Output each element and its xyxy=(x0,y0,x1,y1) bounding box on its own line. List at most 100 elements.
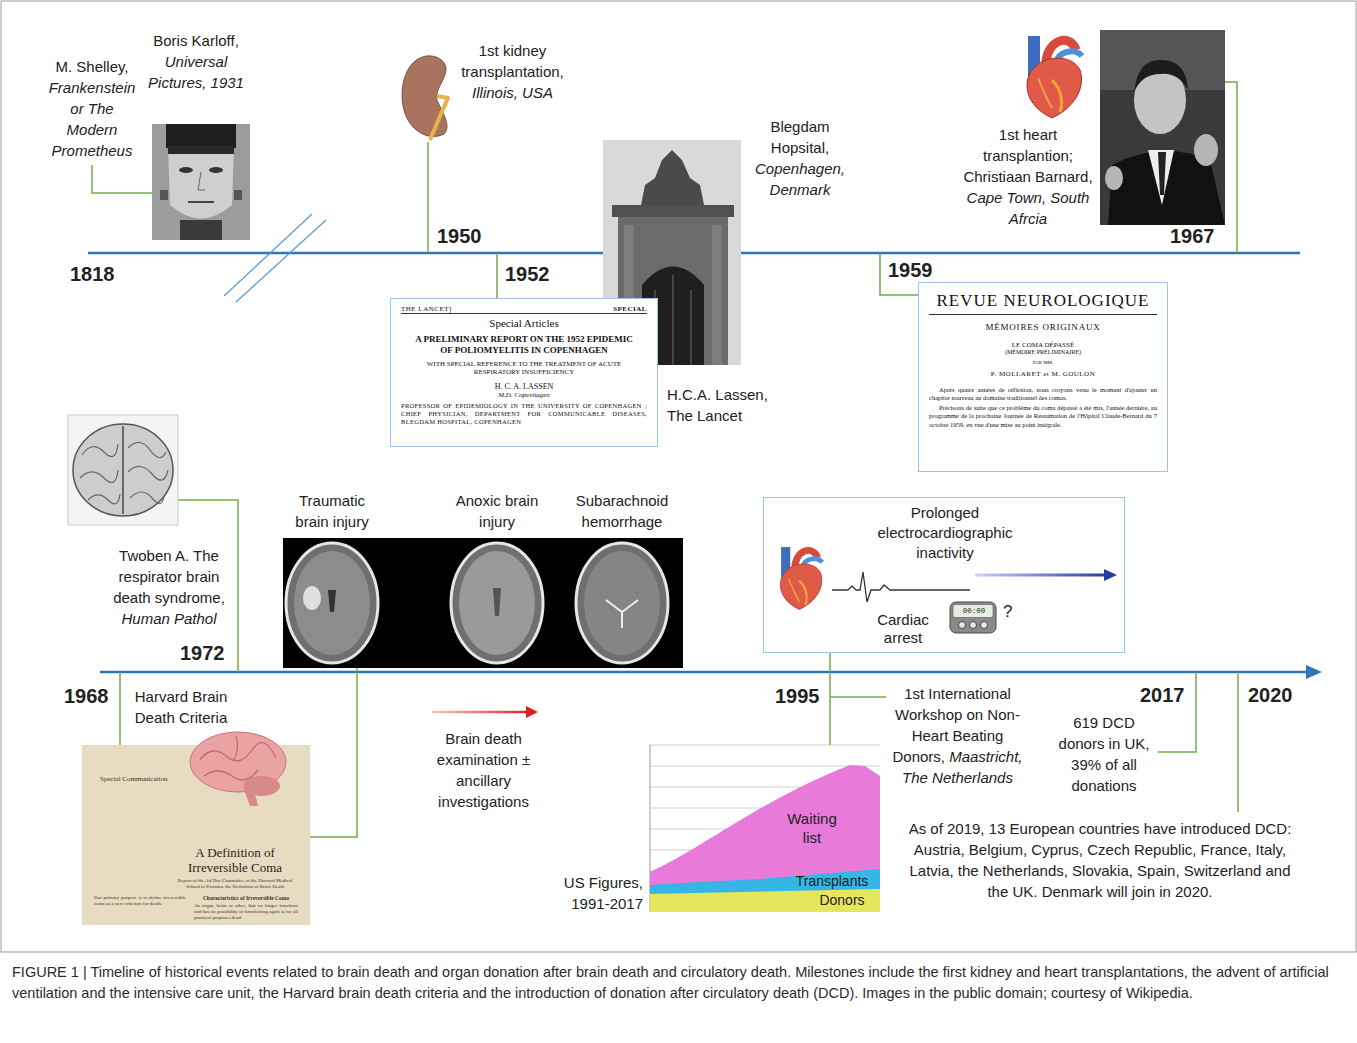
node-text: A Definition of Irreversible Coma xyxy=(172,845,298,875)
connector-layer xyxy=(310,653,830,837)
brain-death-arrow xyxy=(432,711,528,714)
node-text: H. C. A. LASSEN xyxy=(401,382,647,391)
time-arrow xyxy=(975,569,1117,581)
node-text: PROFESSOR OF EPIDEMIOLOGY IN THE UNIVERS… xyxy=(401,402,647,426)
brain-icon xyxy=(244,790,258,806)
node-text: MÉMOIRES ORIGINAUX xyxy=(929,322,1157,332)
us-figures-chart xyxy=(650,745,880,912)
ct-scan-images xyxy=(493,588,501,616)
leader-line xyxy=(830,696,886,698)
node-text: (MÉMOIRE PRÉLIMINAIRE) xyxy=(929,349,1157,355)
year-label: 2017 xyxy=(1140,684,1185,706)
leader-line xyxy=(496,253,498,298)
kidney-icon xyxy=(430,96,448,140)
node-text: Our primary purpose is to define irrever… xyxy=(94,895,186,907)
timer-icon xyxy=(950,602,996,633)
us-figures-chart xyxy=(650,745,880,912)
leader-line xyxy=(1225,82,1237,253)
timeline-axis xyxy=(88,253,1310,672)
frankenstein-photo xyxy=(198,172,205,190)
label-group: As of 2019, 13 European countries have i… xyxy=(900,818,1300,902)
ct-scan-images xyxy=(576,543,668,663)
blegdam-hospital-photo xyxy=(672,275,674,365)
annotation-text: Harvard Brain Death Criteria xyxy=(135,688,228,726)
label-group: Twoben A. The respirator brain death syn… xyxy=(108,545,230,629)
figure-frame xyxy=(1,1,1356,952)
timer-icon xyxy=(953,605,993,618)
frankenstein-photo xyxy=(234,190,242,200)
annotation-text: H.C.A. Lassen, The Lancet xyxy=(667,386,768,424)
node-text: A PRELIMINARY REPORT ON THE 1952 EPIDEMI… xyxy=(411,334,637,356)
brain-specimen-photo xyxy=(128,442,166,457)
label-group: H.C.A. Lassen, The Lancet xyxy=(667,384,775,426)
year-label: 2020 xyxy=(1248,684,1293,706)
blegdam-hospital-photo xyxy=(712,225,722,365)
annotation-text: Cape Town, South Afrcia xyxy=(967,189,1090,227)
label-group: 1950 xyxy=(437,224,482,248)
annotation-text: Copenhagen, Denmark xyxy=(755,160,845,198)
heart-icon xyxy=(780,547,822,609)
label-group: M. Shelley, Frankenstein or The Modern P… xyxy=(47,56,137,161)
year-label: 1959 xyxy=(888,259,933,281)
node-text: Prolonged electrocardiographic inactivit… xyxy=(860,503,1030,563)
annotation-text: 1st heart transplantion; Christiaan Barn… xyxy=(963,126,1092,185)
figure-caption: FIGURE 1 | Timeline of historical events… xyxy=(12,962,1345,1004)
annotation-text: M. Shelley, xyxy=(55,58,128,75)
node-text: Donors xyxy=(804,892,880,908)
kidney-icon xyxy=(402,56,448,140)
brain-specimen-photo xyxy=(88,494,120,504)
node-text: Après quatre années de réflexion, nous c… xyxy=(929,386,1157,403)
timeline-axis xyxy=(100,671,1310,674)
connector-line xyxy=(310,668,357,837)
label-group: Harvard Brain Death Criteria xyxy=(127,686,235,728)
brain-specimen-photo xyxy=(130,492,164,504)
timer-icon xyxy=(970,622,977,629)
node-text: Subarachnoid hemorrhage xyxy=(567,490,677,532)
label-group: 1972 xyxy=(180,641,225,665)
annotation-text: Human Pathol xyxy=(121,610,216,627)
christiaan-barnard-photo xyxy=(1105,166,1123,190)
year-label: 1995 xyxy=(775,685,820,707)
label-group: 1818 xyxy=(70,262,115,286)
label-group: 1st heart transplantion; Christiaan Barn… xyxy=(958,124,1098,229)
brain-specimen-photo xyxy=(82,444,118,457)
brain-icon xyxy=(200,736,276,780)
annotation-text: Blegdam Hopsital, xyxy=(770,118,829,156)
label-group: 1952 xyxy=(505,262,550,286)
year-label: 1952 xyxy=(505,263,550,285)
ct-scan-images xyxy=(328,590,336,612)
year-label: 1818 xyxy=(70,263,115,285)
ct-scan-images xyxy=(286,543,378,663)
us-figures-chart xyxy=(650,765,880,912)
frankenstein-photo xyxy=(168,146,234,219)
node-text: THE LANCET] xyxy=(401,305,452,313)
christiaan-barnard-photo xyxy=(1134,60,1188,92)
label-group: 1968 xyxy=(64,684,109,708)
label-group: Brain death examination ± ancillary inve… xyxy=(431,728,536,812)
blegdam-hospital-photo xyxy=(640,150,705,210)
node-text: Anoxic brain injury xyxy=(447,490,547,532)
brain-specimen-photo xyxy=(80,442,168,503)
frankenstein-photo xyxy=(166,124,236,148)
label-group: Boris Karloff, Universal Pictures, 1931 xyxy=(140,30,252,93)
us-figures-chart xyxy=(650,745,880,746)
node-text: Characteristics of Irreversible Coma xyxy=(194,895,298,902)
node-text: Cardiac arrest xyxy=(863,611,943,647)
ct-scan-images xyxy=(459,551,535,655)
node-text: An organ, brain or other, that no longer… xyxy=(194,903,298,921)
christiaan-barnard-photo xyxy=(1100,30,1225,225)
frankenstein-photo xyxy=(188,201,214,203)
label-group: 1995 xyxy=(775,684,820,708)
blegdam-hospital-photo xyxy=(655,275,691,365)
us-figures-chart xyxy=(650,889,880,912)
annotation-text: Frankenstein or The Modern Prometheus xyxy=(49,79,136,159)
paper-page: Special CommunicationA Definition of Irr… xyxy=(82,745,310,925)
frankenstein-photo xyxy=(152,124,250,240)
label-group: 1st kidney transplantation, Illinois, US… xyxy=(450,40,575,103)
leader-line xyxy=(178,500,238,672)
us-figures-chart: Waiting listTransplantsDonors xyxy=(650,745,880,912)
brain-death-arrow xyxy=(432,706,538,718)
label-group: 1967 xyxy=(1170,224,1215,248)
ct-scan-images xyxy=(283,538,683,668)
